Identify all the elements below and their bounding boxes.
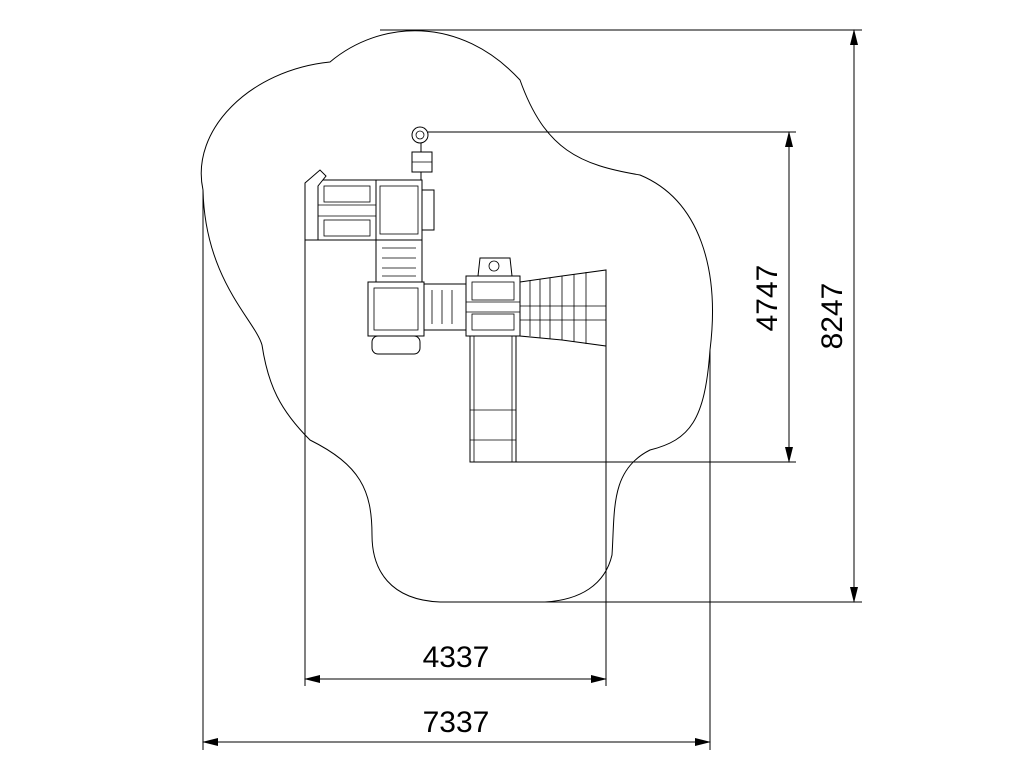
ladder-vertical [375, 239, 423, 283]
dimension-equipment-height: 4747 [428, 131, 796, 463]
equipment-width-label: 4337 [423, 641, 490, 674]
equipment-height-label: 4747 [751, 265, 784, 332]
dimension-equipment-width: 4337 [304, 240, 607, 686]
dimension-overall-width: 7337 [202, 190, 711, 750]
deck-upper-right [375, 179, 423, 241]
climbing-net [519, 269, 607, 347]
pole-top [411, 126, 429, 144]
play-structure [304, 126, 607, 463]
deck-central [465, 275, 521, 337]
safety-zone-outline [200, 30, 713, 603]
telescope [477, 257, 513, 277]
overall-width-label: 7337 [423, 706, 490, 739]
bridge [423, 283, 467, 331]
dimension-overall-height: 8247 [380, 29, 862, 603]
slide-bump [371, 335, 421, 355]
deck-upper-left [317, 179, 377, 241]
overall-height-label: 8247 [816, 283, 849, 350]
slide-straight [469, 335, 517, 463]
deck-lower-left [367, 281, 425, 337]
